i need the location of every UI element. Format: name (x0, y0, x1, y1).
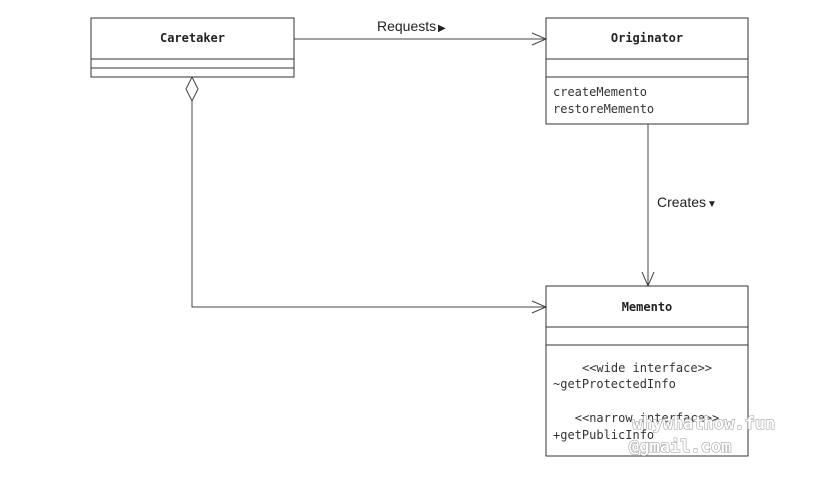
memento-operation-public: +getPublicInfo (553, 428, 654, 442)
originator-box (545, 17, 749, 125)
creates-association[interactable]: Creates ▼ (641, 124, 717, 288)
memento-class-name: Memento (622, 300, 673, 314)
caretaker-class-name: Caretaker (160, 31, 225, 45)
narrow-interface-stereotype: <<narrow interface>> (575, 411, 720, 425)
requests-arrowhead (531, 32, 548, 46)
watermark-line-1: whywhathow.fun (632, 414, 775, 434)
requests-association[interactable]: Requests ▶ (294, 18, 548, 46)
requests-direction-icon: ▶ (438, 23, 446, 34)
aggregation-association[interactable] (185, 75, 548, 314)
requests-label: Requests (377, 18, 436, 34)
creates-label: Creates (657, 194, 706, 210)
memento-class[interactable]: Memento <<wide interface>> ~getProtected… (545, 285, 749, 457)
watermark-line-2: @gmail.com (629, 437, 731, 457)
aggregation-arrowhead (531, 300, 548, 314)
originator-class[interactable]: Originator createMemento restoreMemento (545, 17, 749, 125)
wide-interface-stereotype: <<wide interface>> (582, 361, 712, 375)
caretaker-box (90, 17, 295, 78)
creates-arrowhead (641, 271, 655, 288)
aggregation-diamond-icon (185, 75, 199, 103)
aggregation-line (191, 101, 546, 308)
caretaker-class[interactable]: Caretaker (90, 17, 295, 78)
memento-box (545, 285, 749, 457)
originator-class-name: Originator (611, 31, 683, 45)
watermark: whywhathow.fun @gmail.com (628, 413, 775, 457)
originator-operation: createMemento (553, 85, 647, 99)
originator-operation: restoreMemento (553, 102, 654, 116)
creates-direction-icon: ▼ (707, 199, 717, 210)
memento-operation-protected: ~getProtectedInfo (553, 377, 676, 391)
